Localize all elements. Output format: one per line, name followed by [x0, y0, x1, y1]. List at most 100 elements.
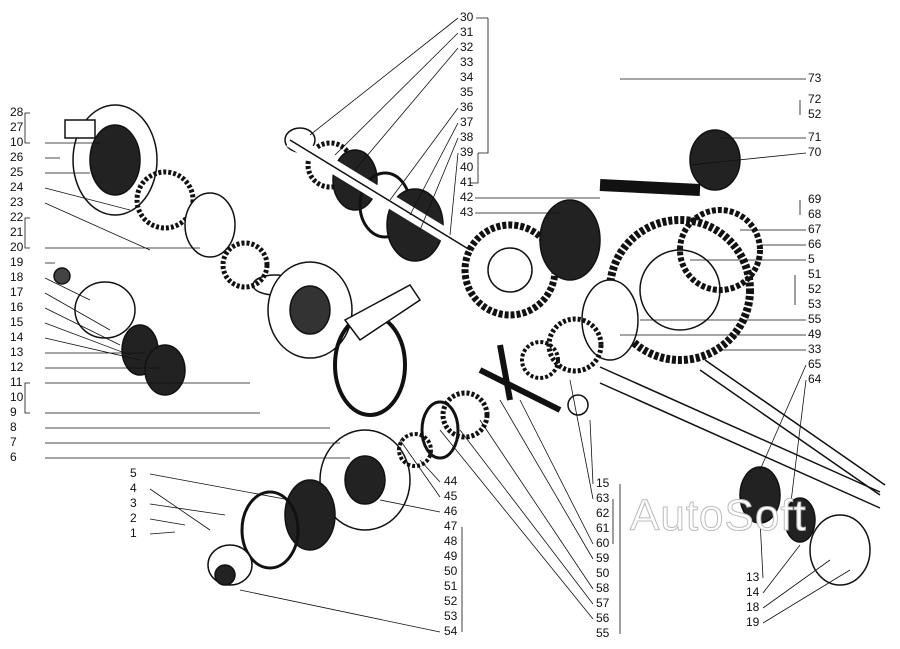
leader-lines — [44, 17, 851, 633]
part-number-label: 56 — [596, 611, 610, 625]
part-number-label: 51 — [444, 579, 458, 593]
part-number-label: 1 — [130, 526, 137, 540]
part-number-label: 2 — [130, 511, 137, 525]
part-number-label: 14 — [10, 330, 24, 344]
part-number-label: 49 — [444, 549, 458, 563]
part-number-label: 65 — [808, 357, 822, 371]
grouping-brackets — [24, 17, 801, 634]
part-number-label: 20 — [10, 240, 24, 254]
differential-housing-flange — [64, 104, 158, 216]
output-shaft — [599, 366, 881, 509]
part-number-label: 34 — [460, 70, 474, 84]
part-number-label: 26 — [10, 150, 24, 164]
part-number-label: 7 — [10, 435, 17, 449]
part-number-label: 13 — [10, 345, 24, 359]
bearing — [144, 344, 186, 396]
part-number-label: 60 — [596, 536, 610, 550]
part-number-label: 15 — [596, 476, 610, 490]
input-shaft-assembly — [284, 127, 474, 262]
part-number-label: 69 — [808, 192, 822, 206]
part-number-label: 44 — [444, 474, 458, 488]
part-number-label: 28 — [10, 105, 24, 119]
part-number-label: 57 — [596, 596, 610, 610]
flange — [74, 281, 136, 339]
part-number-label: 52 — [808, 107, 822, 121]
part-number-label: 36 — [460, 100, 474, 114]
bevel-gear-small — [134, 169, 236, 258]
part-number-label: 27 — [10, 120, 24, 134]
part-number-label: 38 — [460, 130, 474, 144]
part-number-label: 18 — [746, 600, 760, 614]
part-number-label: 39 — [460, 145, 474, 159]
part-number-label: 70 — [808, 145, 822, 159]
part-number-label: 46 — [444, 504, 458, 518]
part-number-label: 24 — [10, 180, 24, 194]
part-number-label: 68 — [808, 207, 822, 221]
bearing — [689, 129, 741, 191]
part-number-label: 50 — [596, 566, 610, 580]
part-number-label: 5 — [808, 252, 815, 266]
fork — [343, 284, 422, 342]
bearing — [284, 479, 336, 551]
part-number-label: 23 — [10, 195, 24, 209]
part-number-label: 21 — [10, 225, 24, 239]
part-number-label: 37 — [460, 115, 474, 129]
part-number-label: 33 — [808, 342, 822, 356]
part-number-label: 25 — [10, 165, 24, 179]
part-number-label: 19 — [746, 615, 760, 629]
part-number-label: 42 — [460, 190, 474, 204]
part-number-label: 8 — [10, 420, 17, 434]
part-number-label: 22 — [10, 210, 24, 224]
part-number-label: 54 — [444, 624, 458, 638]
bearing — [539, 199, 601, 281]
part-number-label: 13 — [746, 570, 760, 584]
gear — [677, 207, 763, 293]
output-shaft-2 — [699, 359, 886, 496]
part-number-label: 4 — [130, 481, 137, 495]
part-number-label: 14 — [746, 585, 760, 599]
part-number-label: 15 — [10, 315, 24, 329]
part-number-label: 72 — [808, 92, 822, 106]
part-number-label: 62 — [596, 506, 610, 520]
part-number-label: 5 — [130, 466, 137, 480]
side-gear — [440, 390, 490, 440]
flange — [809, 514, 871, 586]
part-number-label: 55 — [596, 626, 610, 640]
part-number-label: 64 — [808, 372, 822, 386]
part-number-label: 3 — [130, 496, 137, 510]
part-number-label: 59 — [596, 551, 610, 565]
part-number-label: 32 — [460, 40, 474, 54]
part-number-label: 52 — [444, 594, 458, 608]
part-number-label: 45 — [444, 489, 458, 503]
part-number-label: 47 — [444, 519, 458, 533]
cross-pin — [478, 344, 562, 413]
part-number-label: 10 — [10, 390, 24, 404]
part-number-label: 16 — [10, 300, 24, 314]
part-number-label: 55 — [808, 312, 822, 326]
part-number-label: 17 — [10, 285, 24, 299]
part-number-label: 63 — [596, 491, 610, 505]
pinion — [546, 316, 604, 374]
part-number-label: 31 — [460, 25, 474, 39]
part-number-label: 35 — [460, 85, 474, 99]
part-number-label: 11 — [10, 375, 23, 389]
part-number-label: 73 — [808, 71, 822, 85]
part-number-label: 19 — [10, 255, 24, 269]
part-number-label: 61 — [596, 521, 610, 535]
part-number-label: 67 — [808, 222, 822, 236]
watermark: AutoSoft — [630, 491, 807, 540]
part-number-label: 53 — [444, 609, 458, 623]
part-number-label: 9 — [10, 405, 17, 419]
part-number-label: 43 — [460, 205, 474, 219]
part-number-label: 58 — [596, 581, 610, 595]
part-number-label: 6 — [10, 450, 17, 464]
nut — [53, 267, 71, 285]
part-number-label: 10 — [10, 135, 24, 149]
part-number-label: 52 — [808, 282, 822, 296]
part-number-label: 18 — [10, 270, 24, 284]
part-number-label: 41 — [460, 175, 474, 189]
part-number-label: 51 — [808, 267, 822, 281]
part-number-label: 49 — [808, 327, 822, 341]
